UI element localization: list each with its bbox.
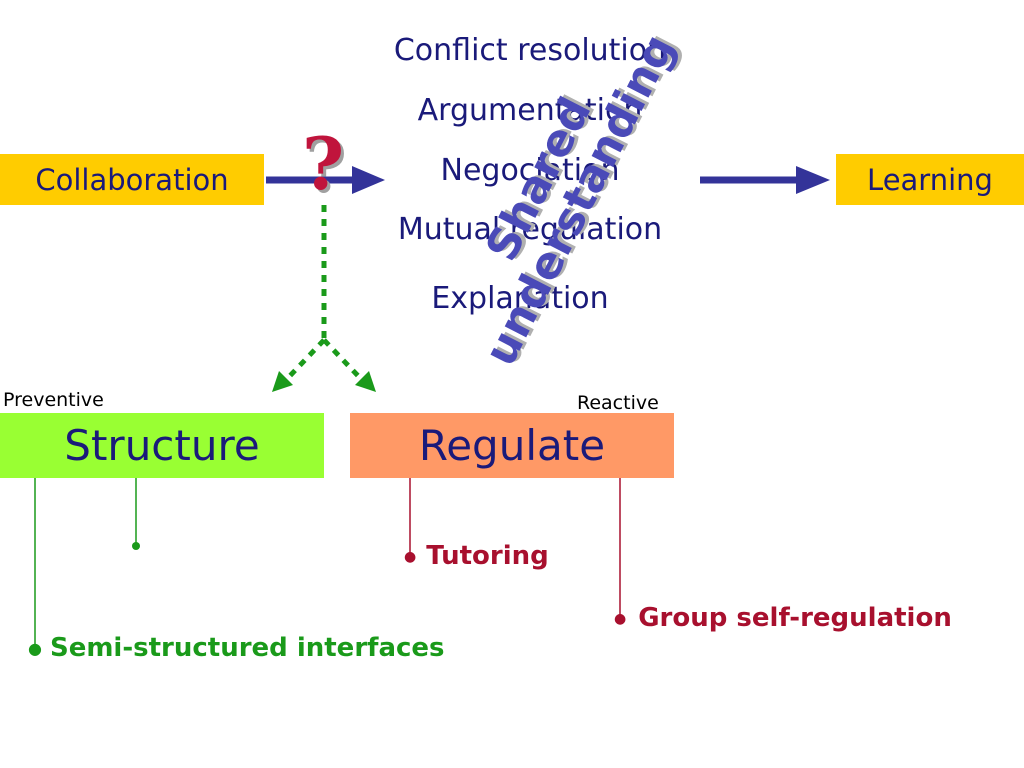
mechanism-item: Explanation — [431, 281, 609, 316]
bullet-dot-icon: ● — [28, 639, 42, 658]
collaboration-box: Collaboration — [0, 154, 264, 205]
bullet-dot-icon: ● — [404, 548, 417, 565]
tutoring-item: ● Tutoring — [404, 541, 549, 571]
structure-leaders — [34, 478, 137, 645]
regulate-label: Regulate — [418, 421, 606, 470]
fork-arrowhead-right — [355, 371, 376, 392]
structure-label: Structure — [64, 421, 260, 470]
dotted-fork — [284, 205, 364, 382]
tutoring-label: Tutoring — [426, 541, 549, 571]
structure-leader-dot — [132, 542, 140, 550]
regulate-leaders — [409, 478, 621, 616]
semi-structured-item: ● Semi-structured interfaces — [28, 633, 445, 663]
fork-arrowhead-left — [272, 371, 293, 392]
semi-structured-label: Semi-structured interfaces — [49, 633, 445, 663]
mechanism-item: Mutual regulation — [397, 212, 663, 247]
reactive-label: Reactive — [577, 392, 659, 414]
mechanism-item: Conflict resolution — [393, 33, 667, 68]
bullet-dot-icon: ● — [614, 610, 627, 627]
arrow-collaboration-to-mechanisms — [266, 166, 385, 194]
group-self-regulation-item: ● Group self-regulation — [614, 603, 952, 633]
learning-label: Learning — [867, 162, 993, 197]
collaboration-label: Collaboration — [35, 162, 229, 197]
group-self-regulation-label: Group self-regulation — [638, 603, 952, 633]
arrow-mechanisms-to-learning — [700, 166, 830, 194]
regulate-box: Regulate — [350, 413, 674, 478]
structure-box: Structure — [0, 413, 324, 478]
preventive-label: Preventive — [3, 389, 104, 411]
question-mark: ? — [302, 121, 345, 206]
mechanism-item: Negociation — [440, 153, 620, 188]
mechanism-item: Argumentation — [417, 93, 643, 128]
learning-box: Learning — [836, 154, 1024, 205]
